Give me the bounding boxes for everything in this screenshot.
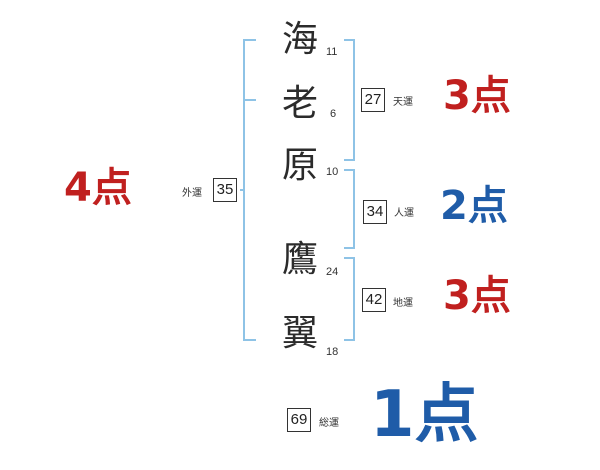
heaven-bracket xyxy=(344,39,355,161)
person-fortune-label: 人運 xyxy=(394,208,414,219)
earth-bracket xyxy=(344,257,355,341)
name-char-1: 海 xyxy=(281,19,318,60)
name-char-4: 鷹 xyxy=(281,239,318,280)
name-char-2: 老 xyxy=(281,83,318,124)
stroke-count-4: 24 xyxy=(326,266,339,278)
outer-fortune-value: 35 xyxy=(213,178,237,202)
outer-bracket xyxy=(243,39,256,341)
heaven-fortune-value: 27 xyxy=(361,88,385,112)
total-fortune-value: 69 xyxy=(287,408,311,432)
heaven-fortune-points: 3点 xyxy=(443,73,511,119)
stroke-count-5: 18 xyxy=(326,346,339,358)
earth-fortune-points: 3点 xyxy=(443,273,511,319)
stroke-count-2: 6 xyxy=(330,108,337,120)
person-fortune-value: 34 xyxy=(363,200,387,224)
heaven-fortune-label: 天運 xyxy=(393,97,413,108)
outer-fortune-points: 4点 xyxy=(64,165,132,211)
stroke-count-3: 10 xyxy=(326,166,339,178)
earth-fortune-label: 地運 xyxy=(393,298,413,309)
name-char-3: 原 xyxy=(281,145,318,186)
person-bracket xyxy=(344,169,355,249)
person-fortune-points: 2点 xyxy=(440,183,508,229)
name-char-5: 翼 xyxy=(281,313,318,354)
earth-fortune-value: 42 xyxy=(362,288,386,312)
total-fortune-label: 総運 xyxy=(319,418,339,429)
outer-fortune-label: 外運 xyxy=(182,188,202,199)
stroke-count-1: 11 xyxy=(326,46,338,58)
total-fortune-points: 1点 xyxy=(370,378,479,452)
